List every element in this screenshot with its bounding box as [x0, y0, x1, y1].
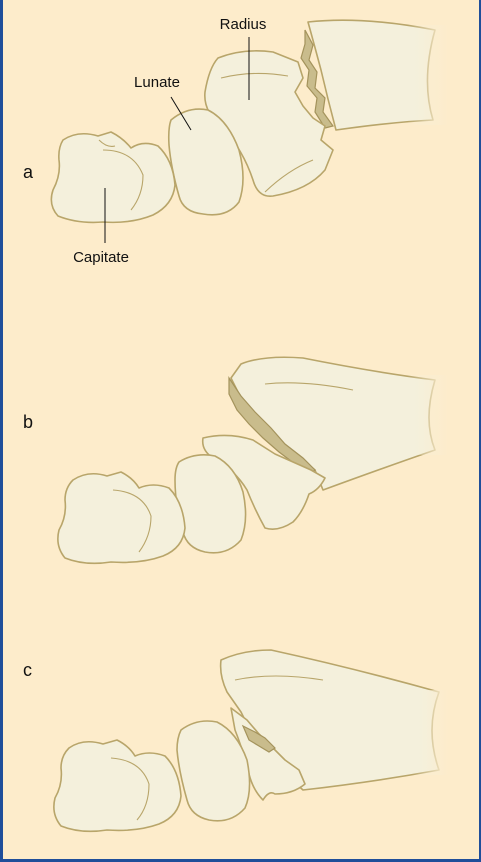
part-label-c: c: [23, 660, 32, 680]
part-label-a: a: [23, 162, 34, 182]
capitate-label: Capitate: [73, 249, 129, 266]
capitate-a: [51, 132, 175, 222]
capitate-c: [54, 740, 181, 831]
panel-b: b: [23, 357, 448, 563]
panel-a: Radius Lunate Capitate a: [23, 16, 448, 266]
capitate-b: [58, 472, 185, 563]
wrist-diagram: Radius Lunate Capitate a b c: [3, 0, 479, 859]
radius-label: Radius: [220, 16, 267, 33]
panel-c: c: [23, 650, 448, 831]
part-label-b: b: [23, 412, 33, 432]
lunate-label: Lunate: [134, 74, 180, 91]
